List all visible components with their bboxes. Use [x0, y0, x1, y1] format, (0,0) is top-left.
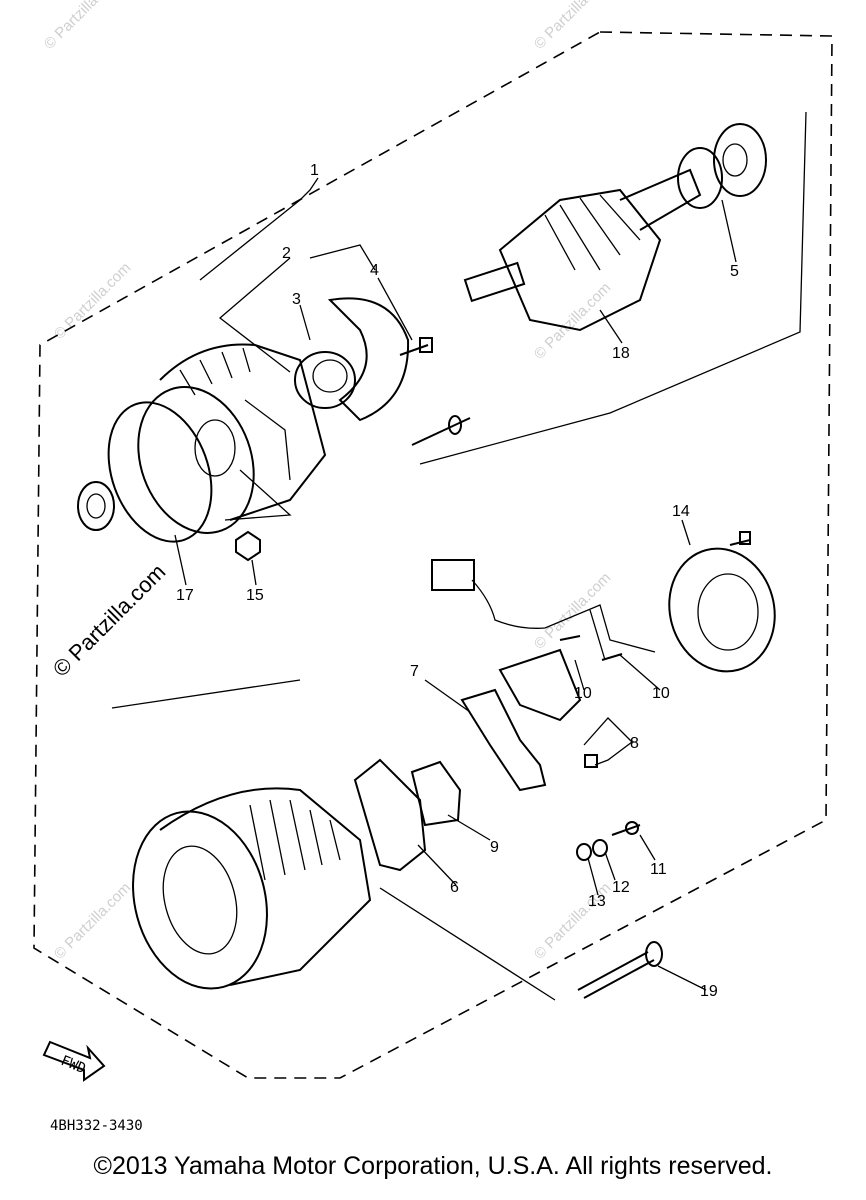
rotor [463, 168, 702, 332]
part-label: 7 [410, 663, 419, 680]
watermark-text: © Partzilla.com [531, 879, 614, 962]
long-bolt [577, 941, 663, 999]
diagram-code: 4BH332-3430 [50, 1118, 143, 1134]
part-label: 19 [700, 983, 718, 1000]
watermark-text: © Partzilla.com [41, 0, 124, 53]
front-housing-stator [132, 787, 372, 990]
stud-bolt [411, 415, 471, 446]
wire-harness [431, 559, 656, 661]
part-label: 17 [176, 587, 194, 604]
o-ring [107, 401, 213, 543]
watermark-layer: © Partzilla.com © Partzilla.com © Partzi… [41, 0, 614, 963]
part-label: 10 [652, 685, 670, 702]
part-label: 11 [650, 861, 667, 878]
regulator [498, 648, 582, 722]
watermark-text: © Partzilla.com [51, 259, 134, 342]
part-label: 8 [630, 735, 639, 752]
part-label: 9 [490, 839, 499, 856]
watermark-text: © Partzilla.com [51, 879, 134, 962]
watermark-text: © Partzilla.com [531, 0, 614, 53]
part-label: 2 [282, 245, 291, 262]
bolt-small [611, 821, 641, 836]
leader-lines [111, 111, 807, 1001]
part-label: 18 [612, 345, 630, 362]
assembly-outline [33, 31, 833, 1079]
part-label: 5 [730, 263, 739, 280]
copyright-notice: ©2013 Yamaha Motor Corporation, U.S.A. A… [93, 1152, 773, 1180]
brush-holder-plate [294, 297, 410, 422]
washers [576, 839, 608, 861]
regulator-terminal [584, 754, 598, 768]
bearing-front [677, 123, 767, 209]
part-label: 15 [246, 587, 264, 604]
rear-housing [137, 343, 327, 534]
rectifier [410, 760, 462, 827]
watermark-text-dark: © Partzilla.com [48, 559, 171, 682]
part-label: 12 [612, 879, 630, 896]
part-label: 3 [292, 291, 301, 308]
bracket [460, 688, 547, 792]
watermark-text: © Partzilla.com [531, 279, 614, 362]
nut [235, 530, 261, 562]
fwd-arrow-icon: FWD [42, 1040, 106, 1082]
part-label: 10 [574, 685, 592, 702]
part-label: 6 [450, 879, 459, 896]
small-screws [559, 635, 623, 661]
part-labels: 1 2 3 4 5 18 17 15 14 7 10 10 8 9 6 11 1… [176, 162, 739, 1000]
screw [399, 337, 433, 356]
rear-cover [668, 547, 776, 673]
part-label: 1 [310, 162, 319, 179]
brush-holder [353, 758, 427, 872]
cover-screw [729, 531, 751, 546]
bearing-rear [77, 481, 115, 531]
part-label: 14 [672, 503, 690, 520]
part-label: 4 [370, 262, 379, 279]
part-label: 13 [588, 893, 606, 910]
